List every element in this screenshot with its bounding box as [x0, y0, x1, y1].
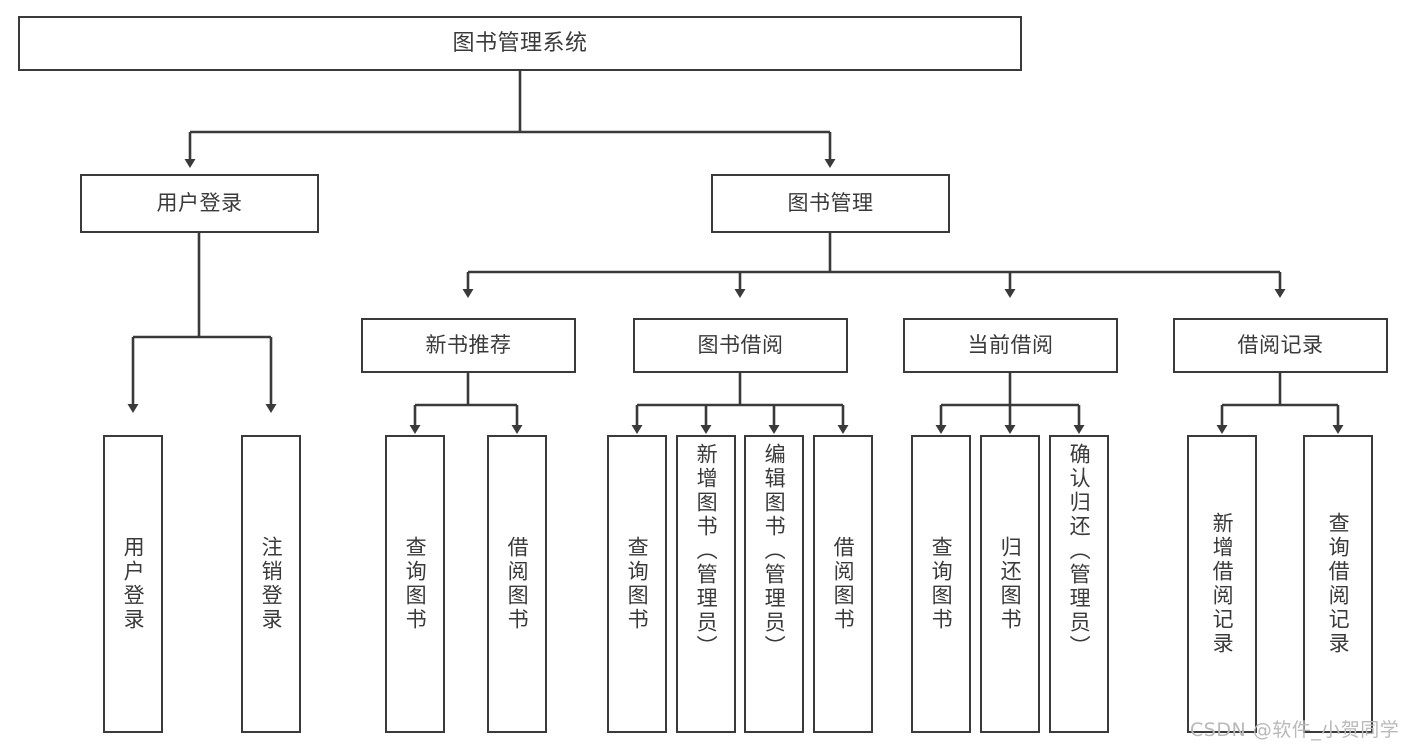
node-label: 查询图书 — [625, 536, 650, 632]
node-label: 确认归还（管理员） — [1067, 443, 1092, 659]
leaf-borrow-book-recommend[interactable]: 借阅图书 — [487, 435, 547, 733]
node-label: 新增图书（管理员） — [694, 443, 719, 659]
node-label: 用户登录 — [156, 191, 243, 216]
node-borrow-record[interactable]: 借阅记录 — [1173, 318, 1388, 373]
node-label: 当前借阅 — [967, 333, 1054, 358]
leaf-query-book-recommend[interactable]: 查询图书 — [385, 435, 445, 733]
leaf-query-borrow-record[interactable]: 查询借阅记录 — [1303, 435, 1373, 733]
node-new-book-recommend[interactable]: 新书推荐 — [361, 318, 576, 373]
node-book-borrow[interactable]: 图书借阅 — [633, 318, 848, 373]
node-label: 图书管理 — [787, 191, 874, 216]
node-label: 用户登录 — [121, 536, 146, 632]
node-label: 查询借阅记录 — [1326, 512, 1351, 656]
leaf-edit-book-admin[interactable]: 编辑图书（管理员） — [744, 435, 804, 733]
leaf-return-book[interactable]: 归还图书 — [980, 435, 1040, 733]
node-root-book-management-system[interactable]: 图书管理系统 — [18, 16, 1022, 71]
node-label: 归还图书 — [998, 536, 1023, 632]
node-label: 图书借阅 — [697, 333, 784, 358]
csdn-watermark: CSDN @软件_小贺同学 — [1190, 719, 1400, 741]
node-label: 图书管理系统 — [452, 30, 588, 56]
node-label: 查询图书 — [403, 536, 428, 632]
node-label: 新增借阅记录 — [1210, 512, 1235, 656]
leaf-add-book-admin[interactable]: 新增图书（管理员） — [676, 435, 736, 733]
leaf-logout[interactable]: 注销登录 — [241, 435, 301, 733]
node-label: 借阅图书 — [505, 536, 530, 632]
node-user-login[interactable]: 用户登录 — [80, 174, 319, 233]
node-label: 注销登录 — [259, 536, 284, 632]
node-current-borrow[interactable]: 当前借阅 — [903, 318, 1118, 373]
leaf-query-book-borrow[interactable]: 查询图书 — [607, 435, 667, 733]
node-label: 查询图书 — [929, 536, 954, 632]
node-label: 借阅记录 — [1237, 333, 1324, 358]
node-label: 新书推荐 — [425, 333, 512, 358]
leaf-user-login[interactable]: 用户登录 — [103, 435, 163, 733]
node-book-management[interactable]: 图书管理 — [711, 174, 950, 233]
leaf-query-book-current[interactable]: 查询图书 — [911, 435, 971, 733]
node-label: 编辑图书（管理员） — [762, 443, 787, 659]
leaf-add-borrow-record[interactable]: 新增借阅记录 — [1187, 435, 1257, 733]
node-label: 借阅图书 — [831, 536, 856, 632]
leaf-confirm-return-admin[interactable]: 确认归还（管理员） — [1049, 435, 1109, 733]
leaf-borrow-book[interactable]: 借阅图书 — [813, 435, 873, 733]
